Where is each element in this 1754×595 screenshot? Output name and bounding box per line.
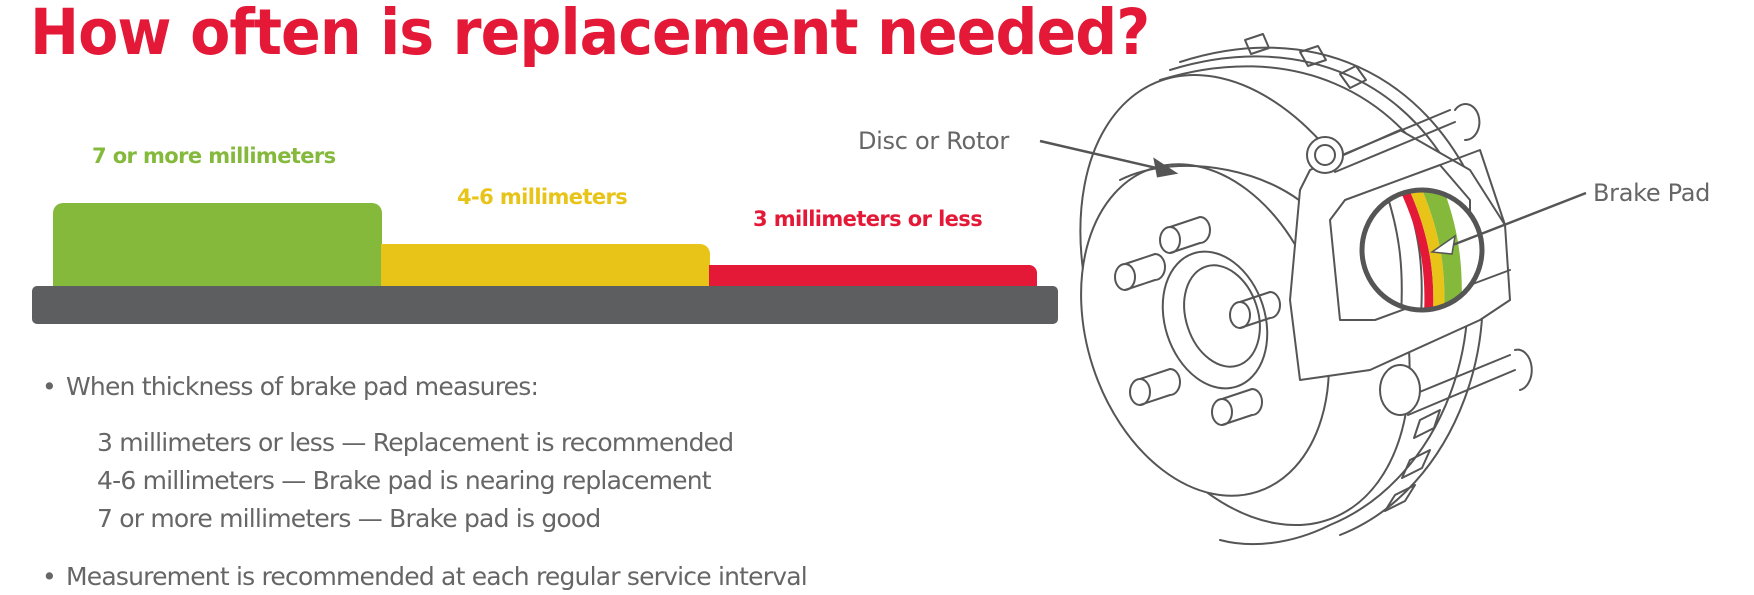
- pad-layer-green: [1418, 190, 1462, 310]
- level-label-nearing: 4-6 millimeters: [457, 185, 628, 209]
- level-label-replace: 3 millimeters or less: [753, 207, 983, 231]
- rotor-arrowhead-icon: [1153, 157, 1179, 178]
- bullet-note: • Measurement is recommended at each regu…: [42, 562, 808, 591]
- backing-plate-bar: [32, 286, 1058, 324]
- pad-layer-yellow: [1405, 190, 1445, 310]
- threshold-item-replace: 3 millimeters or less — Replacement is r…: [97, 428, 734, 457]
- lug-studs: [1114, 216, 1281, 426]
- pad-bar-replace: [709, 265, 1037, 289]
- page-title: How often is replacement needed?: [30, 0, 1150, 69]
- bullet-dot: •: [42, 372, 57, 401]
- level-label-good: 7 or more millimeters: [92, 144, 336, 168]
- threshold-item-good: 7 or more millimeters — Brake pad is goo…: [97, 504, 601, 533]
- pad-arrowhead-icon: [1429, 234, 1457, 255]
- pad-callout-line: [1444, 191, 1587, 250]
- pad-bar-good: [53, 203, 382, 289]
- bullet-intro: • When thickness of brake pad measures:: [42, 372, 539, 401]
- hub-bore-outer: [1161, 250, 1269, 390]
- rotor-callout-label: Disc or Rotor: [858, 127, 1009, 155]
- pad-bar-nearing: [381, 244, 710, 289]
- pad-layer-red: [1395, 190, 1434, 310]
- rotor-callout-line: [1039, 139, 1166, 172]
- pad-callout-label: Brake Pad: [1593, 179, 1711, 207]
- threshold-item-nearing: 4-6 millimeters — Brake pad is nearing r…: [97, 466, 712, 495]
- bullet-note-text: Measurement is recommended at each regul…: [66, 562, 808, 591]
- hub-bore-inner: [1183, 264, 1261, 368]
- bullet-dot: •: [42, 562, 57, 591]
- bullet-intro-text: When thickness of brake pad measures:: [66, 372, 539, 401]
